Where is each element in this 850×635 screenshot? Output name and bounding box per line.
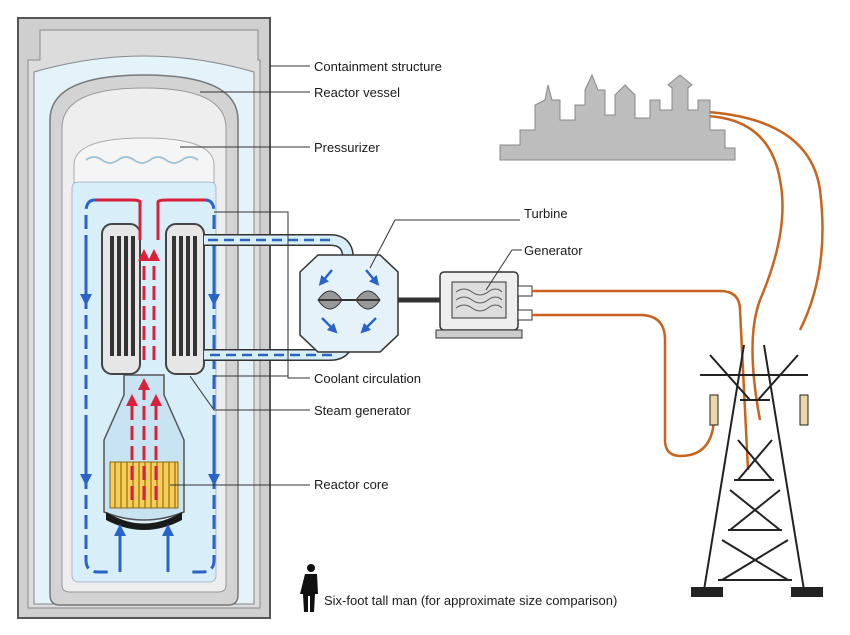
turbine (299, 254, 399, 353)
city-skyline (499, 73, 736, 161)
cold-coolant-flow (80, 198, 220, 574)
leader-lines (170, 65, 522, 486)
label-man-size-comparison: Six-foot tall man (for approximate size … (324, 593, 618, 608)
steam-generator-right (165, 223, 205, 375)
label-pressurizer: Pressurizer (314, 140, 380, 155)
man-silhouette-icon (300, 564, 318, 612)
label-reactor-core: Reactor core (314, 477, 389, 492)
label-containment-structure: Containment structure (314, 59, 442, 74)
label-turbine: Turbine (524, 206, 568, 221)
label-coolant-circulation: Coolant circulation (314, 371, 421, 386)
steam-generator-left (101, 223, 141, 375)
power-lines (532, 110, 824, 471)
label-generator: Generator (524, 243, 583, 258)
generator (435, 271, 533, 339)
transmission-tower (691, 344, 823, 597)
pressurizer (73, 137, 215, 186)
label-reactor-vessel: Reactor vessel (314, 85, 400, 100)
label-steam-generator: Steam generator (314, 403, 411, 418)
hot-coolant-flow (95, 198, 205, 500)
